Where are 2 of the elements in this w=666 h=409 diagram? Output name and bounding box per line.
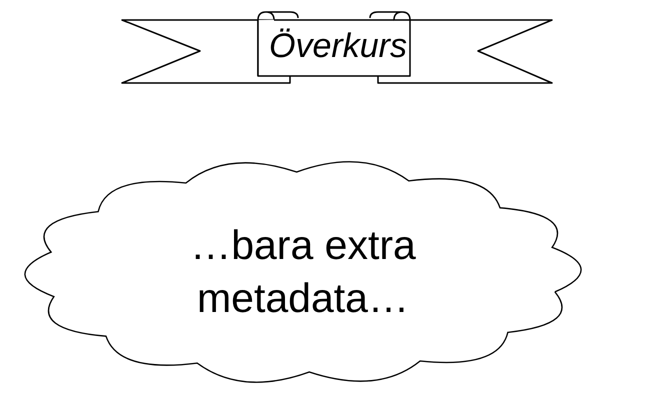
banner-title: Överkurs xyxy=(269,26,407,67)
cloud-text: …bara extra metadata… xyxy=(189,220,417,323)
